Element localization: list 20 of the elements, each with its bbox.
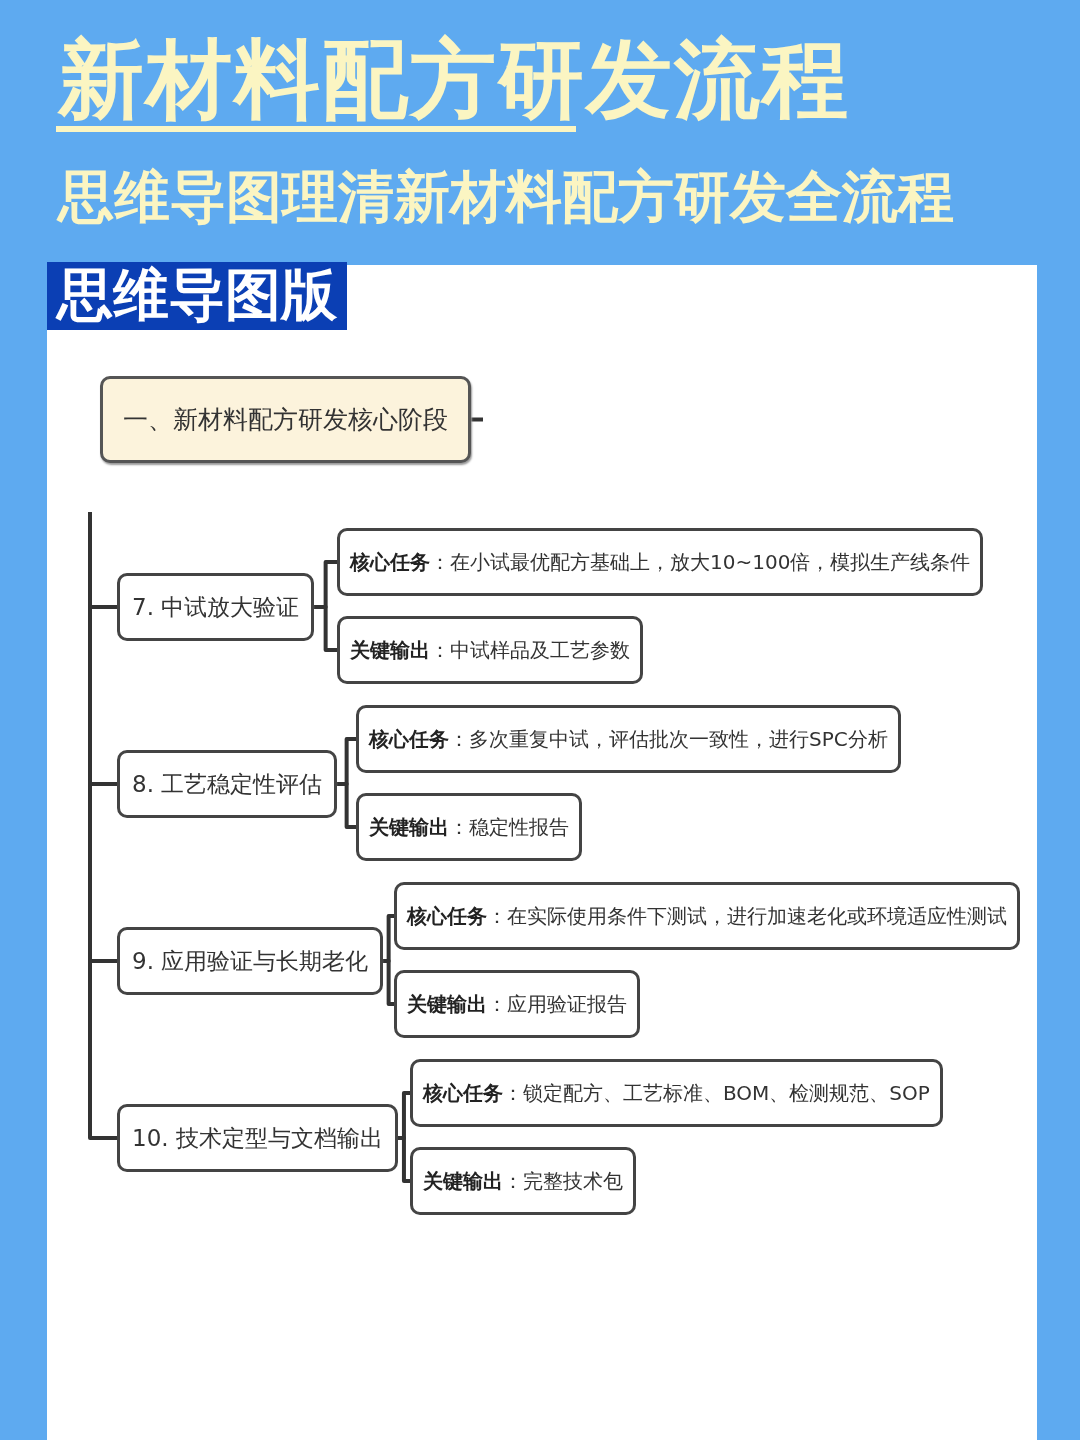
- detail-box: 核心任务：在实际使用条件下测试，进行加速老化或环境适应性测试: [394, 882, 1020, 950]
- stage-box: 8. 工艺稳定性评估: [117, 750, 338, 818]
- detail-box: 核心任务：锁定配方、工艺标准、BOM、检测规范、SOP: [410, 1059, 943, 1127]
- detail-box: 关键输出：完整技术包: [410, 1147, 636, 1215]
- root-topic-box: 一、新材料配方研发核心阶段: [100, 376, 471, 463]
- connector-line: [383, 959, 394, 1006]
- subtitle: 思维导图理清新材料配方研发全流程: [58, 163, 954, 231]
- detail-box: 关键输出：稳定性报告: [356, 793, 582, 861]
- detail-box: 核心任务：多次重复中试，评估批次一致性，进行SPC分析: [356, 705, 901, 773]
- connector-line: [88, 512, 117, 1140]
- detail-box: 关键输出：应用验证报告: [394, 970, 640, 1038]
- title: 新材料配方研发流程: [58, 28, 850, 131]
- version-badge: 思维导图版: [47, 262, 347, 330]
- detail-box: 关键输出：中试样品及工艺参数: [337, 616, 643, 684]
- connector-line: [471, 417, 483, 422]
- stage-box: 10. 技术定型与文档输出: [117, 1104, 398, 1172]
- stage-box: 9. 应用验证与长期老化: [117, 927, 384, 995]
- stage-box: 7. 中试放大验证: [117, 573, 315, 641]
- connector-line: [337, 782, 356, 829]
- detail-box: 核心任务：在小试最优配方基础上，放大10~100倍，模拟生产线条件: [337, 528, 984, 596]
